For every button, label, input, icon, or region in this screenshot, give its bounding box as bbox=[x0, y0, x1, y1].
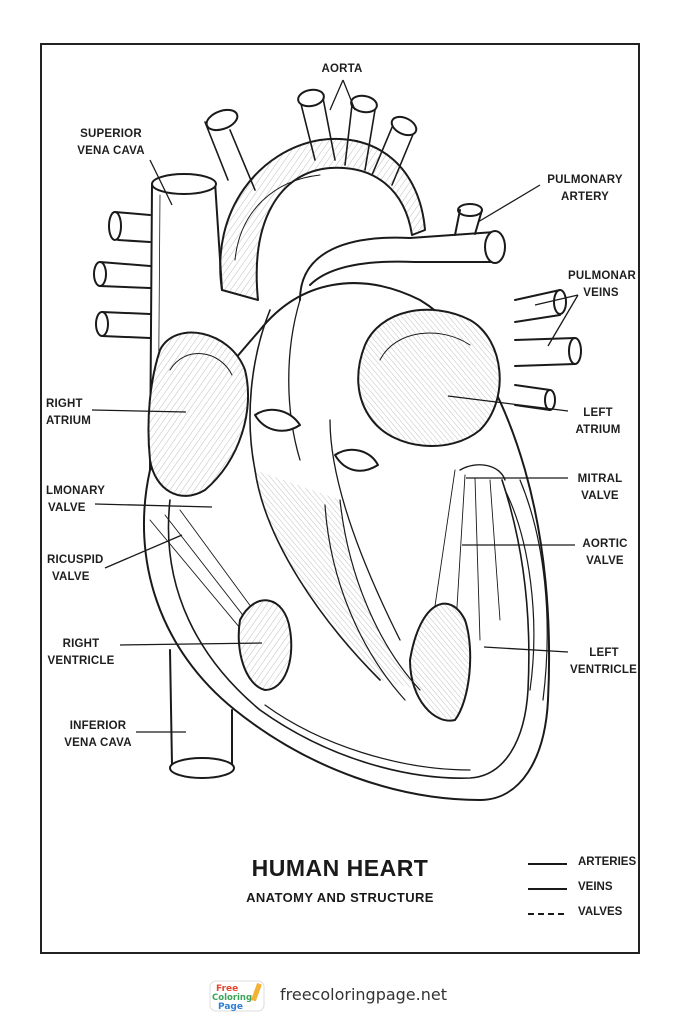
pulmonary-artery bbox=[299, 231, 496, 301]
site-url[interactable]: freecoloringpage.net bbox=[280, 985, 447, 1004]
free-coloring-page-logo: Free Coloring Page bbox=[209, 980, 265, 1012]
label-pulmonary-valve-2: VALVE bbox=[48, 502, 86, 514]
logo-word-free: Free bbox=[216, 984, 238, 994]
leader-lines bbox=[91, 79, 579, 733]
label-aorta: AORTA bbox=[321, 63, 363, 75]
label-tricuspid-valve-2: VALVE bbox=[52, 571, 90, 583]
label-right-ventricle-1: RIGHT bbox=[62, 638, 100, 650]
label-superior-vena-cava-2: VENA CAVA bbox=[77, 145, 145, 157]
label-left-atrium-2: ATRIUM bbox=[575, 424, 621, 436]
label-right-ventricle-2: VENTRICLE bbox=[47, 655, 115, 667]
label-right-atrium-2: ATRIUM bbox=[46, 415, 92, 427]
legend-arteries-label: ARTERIES bbox=[578, 856, 637, 868]
logo-word-coloring: Coloring bbox=[212, 993, 252, 1003]
label-left-ventricle-2: VENTRICLE bbox=[570, 664, 637, 676]
inferior-vena-cava bbox=[169, 649, 233, 771]
label-right-atrium-1: RIGHT bbox=[46, 398, 83, 410]
legend-lines bbox=[528, 863, 567, 915]
label-inferior-vena-cava-2: VENA CAVA bbox=[64, 737, 132, 749]
legend-veins-label: VEINS bbox=[578, 881, 613, 893]
label-aortic-valve-2: VALVE bbox=[586, 555, 624, 567]
label-aortic-valve-1: AORTIC bbox=[582, 538, 628, 550]
legend-valves-label: VALVES bbox=[578, 906, 623, 918]
label-mitral-valve-2: VALVE bbox=[581, 490, 619, 502]
label-tricuspid-valve-1: RICUSPID bbox=[47, 554, 104, 566]
label-pulmonary-artery-2: ARTERY bbox=[560, 191, 610, 203]
site-footer: Free Coloring Page freecoloringpage.net bbox=[208, 980, 468, 1012]
diagram-title: HUMAN HEART bbox=[251, 855, 429, 881]
label-pulmonary-valve-1: LMONARY bbox=[46, 485, 106, 497]
diagram-subtitle: ANATOMY AND STRUCTURE bbox=[246, 890, 434, 905]
label-mitral-valve-1: MITRAL bbox=[577, 473, 623, 485]
label-inferior-vena-cava-1: INFERIOR bbox=[69, 720, 127, 732]
label-superior-vena-cava-1: SUPERIOR bbox=[80, 128, 142, 140]
logo-word-page: Page bbox=[218, 1002, 243, 1012]
label-pulmonary-veins-2: VEINS bbox=[583, 287, 619, 299]
label-pulmonary-veins-1: PULMONAR bbox=[568, 270, 637, 282]
label-left-ventricle-1: LEFT bbox=[589, 647, 619, 659]
label-pulmonary-artery-1: PULMONARY bbox=[547, 174, 623, 186]
label-left-atrium-1: LEFT bbox=[583, 407, 613, 419]
